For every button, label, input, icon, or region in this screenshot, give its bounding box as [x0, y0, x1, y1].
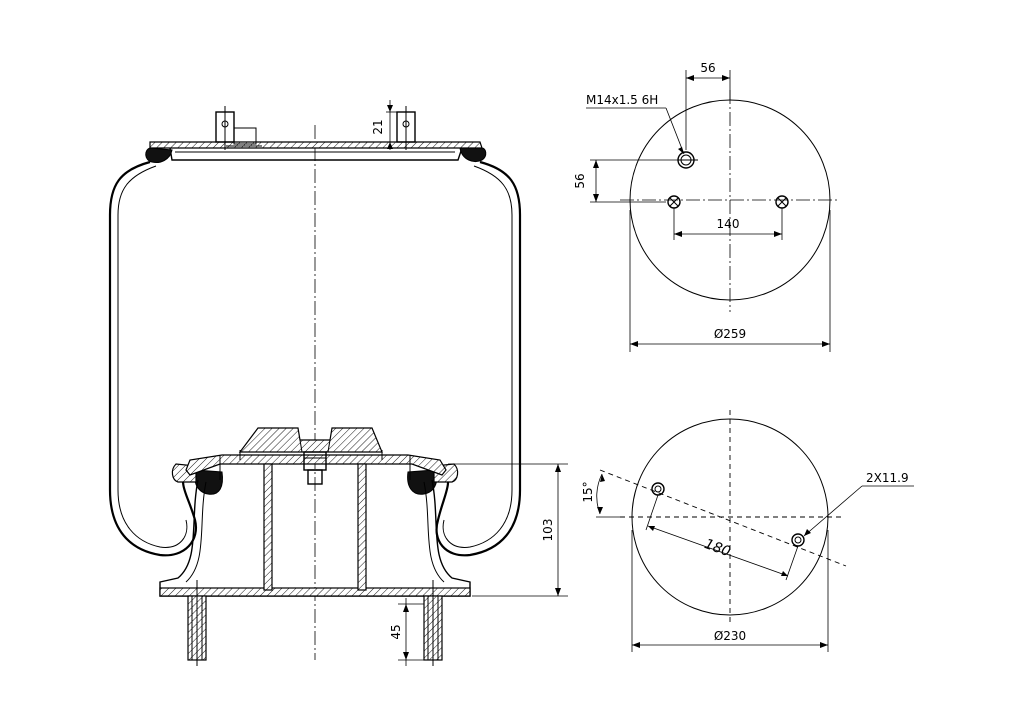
top-view: 56 M14x1.5 6H 56 140 [573, 61, 840, 352]
piston-outline [185, 454, 447, 476]
dim-top-diameter-label: Ø259 [714, 327, 746, 341]
dim-offset-x: 56 [685, 61, 731, 150]
dim-offset-x-label: 56 [700, 61, 715, 75]
dim-offset-y-label: 56 [573, 173, 587, 188]
dim-bolt-spacing-base-label: 180 [702, 536, 733, 560]
dim-piston-height: 103 [448, 463, 568, 597]
thread-callout: M14x1.5 6H [586, 93, 685, 155]
dim-base-stud: 45 [389, 598, 424, 666]
bellows-outer-wall [108, 160, 198, 557]
dim-stud-height: 21 [371, 100, 397, 150]
top-stud-left [215, 106, 262, 150]
dim-base-stud-label: 45 [389, 624, 403, 639]
side-view-section: 21 [108, 100, 568, 666]
top-bolt-right [775, 195, 789, 209]
base-hole-right [791, 533, 805, 547]
piston-inner-tube-left [263, 463, 273, 591]
bottom-view: 15° 180 2X11.9 Ø230 [581, 410, 914, 652]
dim-bolt-spacing-top-label: 140 [717, 217, 740, 231]
left-crimp-bead [145, 147, 173, 163]
dim-base-diameter-label: Ø230 [714, 629, 746, 643]
dim-bolt-spacing-top: 140 [673, 208, 783, 240]
base-hole-left [651, 482, 665, 496]
dim-piston-height-label: 103 [541, 519, 555, 542]
piston-inner-tube-right [357, 463, 367, 591]
holes-callout-label: 2X11.9 [866, 471, 909, 485]
top-stud-right [396, 106, 416, 150]
piston-base-plate [159, 587, 471, 597]
dim-angle-label: 15° [581, 481, 595, 502]
dim-top-diameter: Ø259 [629, 210, 831, 352]
top-plate [149, 141, 483, 149]
top-bolt-left [667, 195, 681, 209]
dim-angle: 15° [581, 473, 620, 518]
left-lower-bead [194, 469, 223, 495]
right-crimp-bead [459, 147, 487, 162]
dim-offset-y: 56 [573, 159, 678, 203]
dim-bolt-spacing-base: 180 [645, 494, 799, 581]
thread-callout-label: M14x1.5 6H [586, 93, 658, 107]
holes-callout: 2X11.9 [803, 471, 914, 537]
bottom-stud-left [187, 580, 207, 666]
bottom-stud-right [423, 580, 443, 666]
piston-top-cap [238, 427, 383, 453]
dim-base-diameter: Ø230 [631, 530, 829, 652]
dim-stud-height-label: 21 [371, 119, 385, 134]
